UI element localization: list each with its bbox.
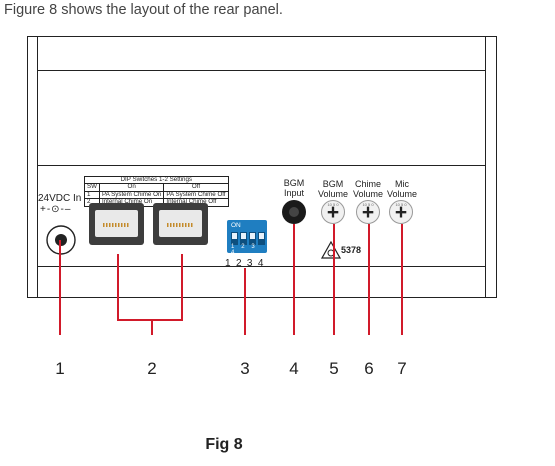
bgm-volume-label-2: Volume [318, 189, 349, 199]
dip-switch-numbers: 1 2 3 4 [231, 244, 258, 256]
callout-number-5: 5 [329, 359, 339, 378]
bgm-input-label-1: BGM [283, 178, 305, 188]
certification-mark-icon [321, 241, 341, 259]
chime-volume-knob-icon: 10 5 0+ [356, 200, 380, 224]
panel-divider-middle [37, 165, 486, 166]
dip-legend-numbers: 1 2 3 4 [225, 258, 265, 269]
callout-number-4: 4 [289, 359, 299, 378]
dip-toggle-1 [231, 232, 238, 245]
mic-volume-knob-icon: 10 5 0+ [389, 200, 413, 224]
callout-number-6: 6 [364, 359, 374, 378]
callout-number-7: 7 [397, 359, 407, 378]
bgm-volume-label-1: BGM [322, 179, 344, 189]
dip-table-title: DIP Switches 1-2 Settings [84, 175, 229, 185]
bgm-input-label-2: Input [283, 188, 305, 198]
chime-volume-label-1: Chime [354, 179, 381, 189]
bgm-input-jack-icon [282, 200, 306, 224]
mic-volume-label-2: Volume [386, 189, 418, 199]
callout-number-3: 3 [240, 359, 250, 378]
callout-line-3 [244, 268, 246, 335]
rear-panel-inner-frame [37, 36, 486, 298]
mic-volume-label-1: Mic [395, 179, 409, 189]
dip-toggle-3 [249, 232, 256, 245]
callout-line-2a [117, 254, 119, 320]
dip-switch: ON 1 2 3 4 [227, 220, 267, 256]
power-label: 24VDC In [38, 193, 82, 204]
chime-volume-label-2: Volume [352, 189, 384, 199]
callout-number-2: 2 [147, 359, 157, 378]
callout-line-2c [151, 319, 153, 335]
dip-on-label: ON [231, 222, 241, 229]
callout-line-6 [368, 224, 370, 335]
callout-line-2-bridge [117, 319, 183, 321]
intro-text: Figure 8 shows the layout of the rear pa… [4, 2, 283, 18]
callout-line-7 [401, 224, 403, 335]
bgm-volume-knob-icon: 10 5 0+ [321, 200, 345, 224]
power-jack-icon [46, 225, 76, 255]
callout-line-1 [59, 240, 61, 335]
callout-line-2b [181, 254, 183, 320]
certification-number: 5378 [341, 245, 362, 255]
dip-toggle-2 [240, 232, 247, 245]
panel-divider-top [37, 70, 486, 71]
rj45-port-icon [89, 203, 144, 245]
callout-number-1: 1 [55, 359, 65, 378]
knob-scale: 10 5 0 [395, 202, 407, 207]
callout-line-4 [293, 224, 295, 335]
dip-settings-table: DIP Switches 1-2 Settings SW On Off 1 PA… [84, 175, 229, 207]
figure-caption: Fig 8 [205, 436, 243, 453]
rear-panel [27, 36, 497, 298]
callout-line-5 [333, 224, 335, 335]
panel-divider-bottom [37, 266, 486, 267]
rj45-port-icon [153, 203, 208, 245]
polarity-symbol: +-⊙-– [40, 204, 72, 215]
knob-scale: 10 5 0 [327, 202, 339, 207]
knob-scale: 10 5 0 [362, 202, 374, 207]
dip-toggle-4 [258, 232, 265, 245]
